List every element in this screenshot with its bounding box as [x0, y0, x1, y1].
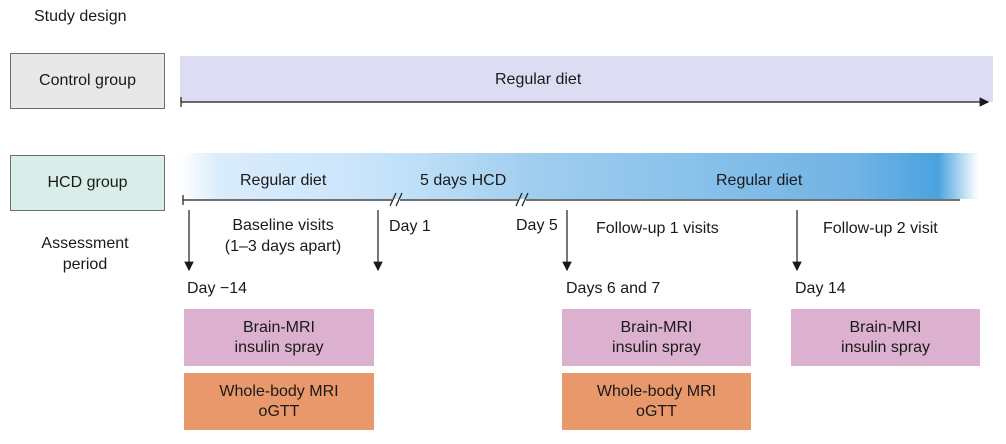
control-band-label: Regular diet	[495, 71, 582, 88]
baseline-visits-label: Baseline visits (1–3 days apart)	[196, 215, 370, 257]
brain-mri-box-baseline: Brain-MRI insulin spray	[184, 309, 374, 366]
followup1-label: Follow-up 1 visits	[596, 220, 719, 237]
control-group-text: Control group	[39, 72, 136, 89]
hcd-phase-hcd: 5 days HCD	[420, 172, 507, 189]
hcd-group-text: HCD group	[47, 174, 128, 191]
baseline-line1: Baseline visits	[232, 217, 334, 234]
brain-mri-box-followup1: Brain-MRI insulin spray	[562, 309, 751, 366]
day14-label: Day 14	[795, 280, 846, 297]
assessment-label-line1: Assessment	[41, 235, 129, 252]
control-diet-band	[180, 56, 993, 102]
diagram-title: Study design	[34, 8, 127, 25]
wholebody-mri-text: Whole-body MRI	[596, 382, 717, 400]
day5-label: Day 5	[516, 217, 558, 234]
assessment-period-label: Assessment period	[10, 233, 160, 275]
hcd-group-label: HCD group	[10, 155, 165, 211]
day-minus14-label: Day −14	[187, 280, 248, 297]
insulin-spray-text: insulin spray	[234, 338, 324, 356]
hcd-phase-regular-2: Regular diet	[716, 172, 803, 189]
control-group-label: Control group	[10, 53, 165, 109]
wholebody-mri-text: Whole-body MRI	[219, 382, 339, 400]
days6and7-label: Days 6 and 7	[566, 280, 661, 297]
insulin-spray-text: insulin spray	[841, 338, 930, 356]
axis-break-1	[389, 192, 403, 207]
insulin-spray-text: insulin spray	[612, 338, 701, 356]
assessment-label-line2: period	[62, 256, 108, 273]
wholebody-mri-box-followup1: Whole-body MRI oGTT	[562, 373, 751, 430]
hcd-phase-regular-1: Regular diet	[240, 172, 327, 189]
brain-mri-text: Brain-MRI	[242, 318, 315, 336]
axis-break-2	[515, 192, 529, 207]
brain-mri-box-followup2: Brain-MRI insulin spray	[791, 309, 980, 366]
brain-mri-text: Brain-MRI	[849, 318, 922, 336]
brain-mri-text: Brain-MRI	[620, 318, 693, 336]
day1-label: Day 1	[389, 218, 431, 235]
ogtt-text: oGTT	[258, 402, 300, 420]
hcd-diet-band	[180, 153, 978, 199]
wholebody-mri-box-baseline: Whole-body MRI oGTT	[184, 373, 374, 430]
ogtt-text: oGTT	[636, 402, 677, 420]
followup2-label: Follow-up 2 visit	[823, 220, 938, 237]
baseline-line2: (1–3 days apart)	[224, 238, 342, 255]
